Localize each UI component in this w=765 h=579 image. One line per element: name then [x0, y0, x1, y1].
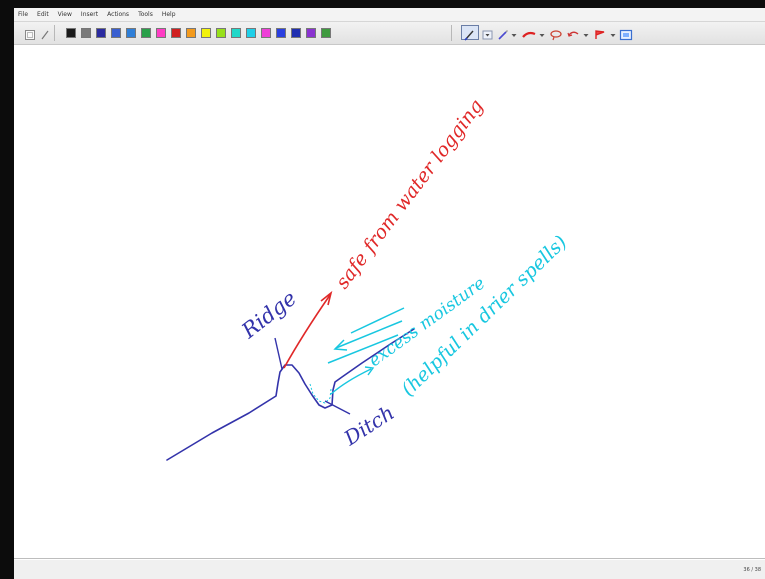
menu-help[interactable]: Help: [161, 11, 176, 18]
flow-arrow-2: [335, 320, 403, 349]
menu-bar: File Edit View Insert Actions Tools Help: [14, 8, 765, 22]
color-swatch-icon[interactable]: [171, 28, 181, 38]
color-swatch-icon[interactable]: [231, 28, 241, 38]
toolbar-separator: [54, 25, 55, 41]
toolbar-separator: [451, 25, 452, 41]
undo-dropdown-icon[interactable]: [582, 26, 590, 38]
eraser-dropdown-icon[interactable]: [538, 26, 546, 38]
ditch-label: Ditch: [339, 400, 399, 450]
moisture-pointer-head: [364, 366, 375, 376]
color-swatch-icon[interactable]: [261, 28, 271, 38]
new-page-icon[interactable]: [619, 26, 633, 41]
color-swatch-icon[interactable]: [291, 28, 301, 38]
insert-space-dropdown-icon[interactable]: [609, 26, 617, 38]
menu-insert[interactable]: Insert: [80, 11, 99, 18]
menu-file[interactable]: File: [18, 11, 29, 18]
flow-arrow-2-head: [333, 339, 348, 351]
highlighter-icon[interactable]: [497, 26, 509, 40]
red-arrow-head: [320, 290, 333, 306]
lasso-select-icon[interactable]: [548, 26, 564, 41]
ridge-label: Ridge: [237, 286, 301, 344]
pen-tool-icon[interactable]: [39, 26, 51, 40]
insert-space-icon[interactable]: [593, 26, 607, 39]
page-width-icon[interactable]: [24, 26, 36, 40]
ditch-water: [309, 383, 332, 404]
undo-icon[interactable]: [566, 26, 580, 38]
color-swatch-icon[interactable]: [156, 28, 166, 38]
eraser-icon[interactable]: [521, 26, 537, 38]
menu-edit[interactable]: Edit: [37, 11, 49, 18]
color-swatch-icon[interactable]: [111, 28, 121, 38]
land-profile-line: [166, 328, 415, 461]
note-canvas[interactable]: Ridge safe from water logging excess moi…: [14, 45, 765, 558]
color-swatch-icon[interactable]: [126, 28, 136, 38]
color-swatch-icon[interactable]: [141, 28, 151, 38]
moisture-pointer-line: [330, 368, 372, 395]
handwritten-drawing: Ridge safe from water logging excess moi…: [166, 95, 571, 461]
ditch-pointer-line: [324, 400, 351, 415]
journal-window: File Edit View Insert Actions Tools Help: [14, 8, 765, 579]
flow-arrow-3: [327, 334, 399, 364]
color-swatch-icon[interactable]: [201, 28, 211, 38]
color-swatch-icon[interactable]: [276, 28, 286, 38]
red-arrow-line: [283, 294, 331, 369]
color-swatch-icon[interactable]: [66, 28, 76, 38]
ridge-pointer-line: [274, 337, 283, 370]
safe-from-water-logging-text: safe from water logging: [331, 95, 488, 293]
page-indicator: 36 / 38: [743, 567, 761, 573]
menu-view[interactable]: View: [57, 11, 72, 18]
color-swatch-icon[interactable]: [306, 28, 316, 38]
color-swatch-icon[interactable]: [321, 28, 331, 38]
highlighter-dropdown-icon[interactable]: [510, 26, 518, 38]
status-bar: 36 / 38: [14, 560, 765, 579]
pen-icon[interactable]: [461, 25, 479, 41]
color-swatch-icon[interactable]: [216, 28, 226, 38]
color-swatch-icon[interactable]: [81, 28, 91, 38]
color-swatch-icon[interactable]: [246, 28, 256, 38]
toolbar: [14, 22, 765, 45]
color-swatch-icon[interactable]: [186, 28, 196, 38]
menu-tools[interactable]: Tools: [138, 11, 153, 18]
canvas-border: [14, 558, 765, 559]
pen-dropdown-icon[interactable]: [482, 26, 494, 40]
color-swatch-icon[interactable]: [96, 28, 106, 38]
menu-actions[interactable]: Actions: [107, 11, 130, 18]
flow-arrow-1: [350, 307, 405, 334]
